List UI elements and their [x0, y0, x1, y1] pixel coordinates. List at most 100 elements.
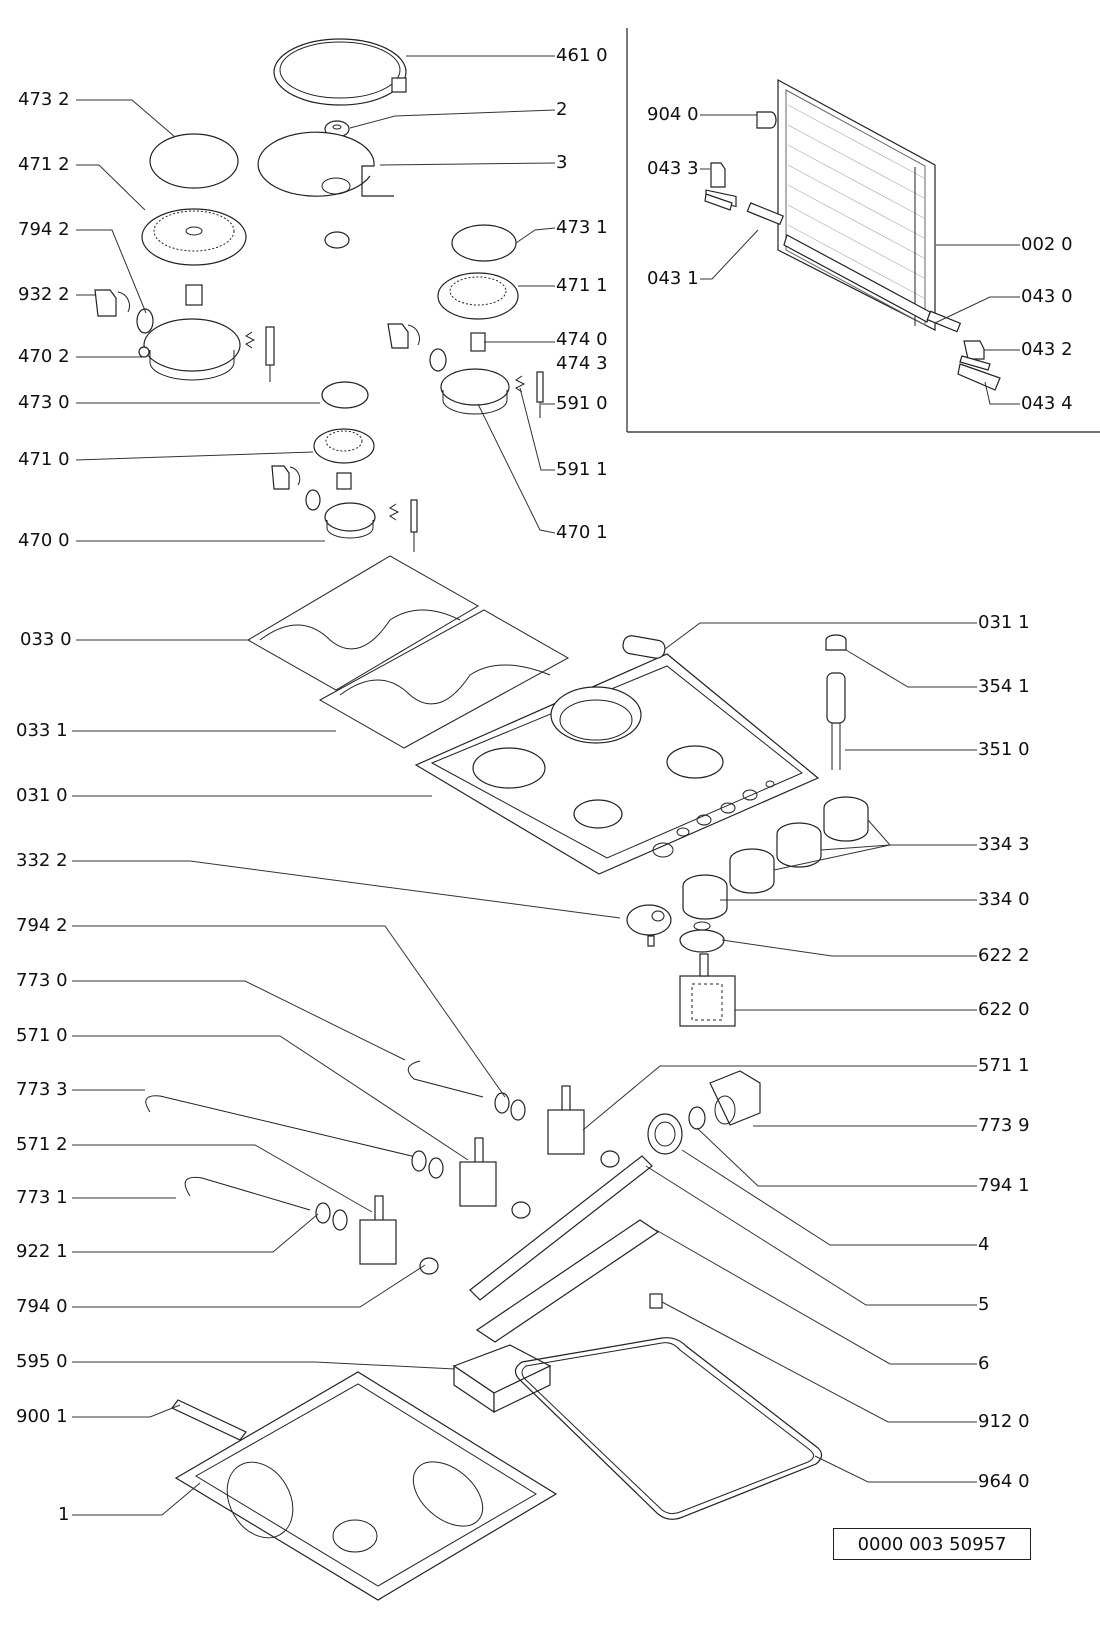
callout-label: 033 0 — [20, 629, 72, 650]
callout-label: 932 2 — [18, 284, 70, 305]
callout-label: 622 0 — [978, 999, 1030, 1020]
pan-support-right — [318, 609, 570, 749]
callout-label: 912 0 — [978, 1411, 1030, 1432]
trim-cap — [622, 635, 666, 659]
callout-label: 031 0 — [16, 785, 68, 806]
inset-frame — [626, 28, 1100, 433]
manifold-bracket — [475, 1219, 660, 1343]
clip-left — [94, 289, 130, 317]
callout-label: 6 — [978, 1353, 990, 1374]
callout-label: 043 0 — [1021, 286, 1073, 307]
callout-label: 351 0 — [978, 739, 1030, 760]
gas-pipe-long — [145, 1095, 421, 1159]
callout-label: 773 0 — [16, 970, 68, 991]
pan-support-left — [247, 555, 479, 691]
callout-label: 571 2 — [16, 1134, 68, 1155]
callout-label: 3 — [556, 152, 568, 173]
callout-label: 1 — [58, 1504, 70, 1525]
clip-right — [387, 323, 420, 349]
control-knob-holes — [652, 780, 775, 858]
callout-label: 043 4 — [1021, 393, 1073, 414]
callout-label: 471 0 — [18, 449, 70, 470]
burner-crown-left — [141, 208, 247, 266]
callout-label: 332 2 — [16, 850, 68, 871]
injector-right — [470, 332, 486, 352]
sleeve-bushings — [419, 1150, 620, 1275]
callout-label: 043 1 — [647, 268, 699, 289]
flame-spreader-disc — [257, 131, 394, 197]
gas-tap — [359, 1085, 585, 1265]
knob-bezel — [679, 921, 725, 953]
gas-pipe-small — [184, 1176, 311, 1211]
burner-cap-right — [451, 224, 517, 262]
callout-label: 002 0 — [1021, 234, 1073, 255]
callout-label: 794 2 — [18, 219, 70, 240]
callout-label: 595 0 — [16, 1351, 68, 1372]
callout-label: 571 1 — [978, 1055, 1030, 1076]
callout-label: 571 0 — [16, 1025, 68, 1046]
nut-bottom — [324, 231, 350, 249]
callout-label: 470 0 — [18, 530, 70, 551]
hinge-plate-right — [957, 363, 1001, 391]
callout-label: 2 — [556, 99, 568, 120]
leader-lines-left — [72, 99, 621, 1516]
knob-spindle — [826, 672, 846, 770]
gasket-seal — [514, 1337, 823, 1520]
burner-crown-right — [437, 272, 519, 320]
electrode-right — [515, 371, 544, 418]
gas-manifold-tube — [469, 1155, 653, 1301]
control-knob — [682, 796, 869, 920]
burner-cover-large — [273, 38, 407, 106]
callout-label: 334 3 — [978, 834, 1030, 855]
leader-lines-inset — [700, 114, 1020, 405]
hinge-spring-right — [926, 310, 962, 333]
burner-cap-left — [149, 133, 239, 189]
burner-base-right — [440, 368, 510, 415]
callout-label: 773 9 — [978, 1115, 1030, 1136]
callout-label: 033 1 — [16, 720, 68, 741]
callout-label: 471 1 — [556, 275, 608, 296]
callout-label: 473 1 — [556, 217, 608, 238]
rotary-switch — [679, 953, 736, 1027]
callout-label: 922 1 — [16, 1241, 68, 1262]
callout-label: 773 1 — [16, 1187, 68, 1208]
callout-label: 964 0 — [978, 1471, 1030, 1492]
hinge-right — [959, 340, 991, 371]
leader-lines-center — [349, 55, 556, 534]
callout-label: 473 0 — [18, 392, 70, 413]
screw — [649, 1293, 663, 1309]
inlet-nut — [647, 1113, 683, 1155]
burner-crown-small — [313, 428, 375, 464]
callout-label: 773 3 — [16, 1079, 68, 1100]
gas-pipe-short — [407, 1060, 484, 1098]
callout-label: 461 0 — [556, 45, 608, 66]
burner-cap-small — [321, 381, 369, 409]
callout-label: 031 1 — [978, 612, 1030, 633]
callout-label: 473 2 — [18, 89, 70, 110]
electrode-left — [245, 326, 275, 382]
inlet-elbow — [709, 1070, 761, 1126]
callout-label: 354 1 — [978, 676, 1030, 697]
callout-label: 470 2 — [18, 346, 70, 367]
callout-label: 043 3 — [647, 158, 699, 179]
document-number: 0000 003 50957 — [833, 1528, 1031, 1560]
callout-label: 591 0 — [556, 393, 608, 414]
seal-ring-right — [429, 348, 447, 372]
seal-ring-left — [136, 308, 154, 334]
burner-base-small — [324, 502, 376, 539]
callout-label: 900 1 — [16, 1406, 68, 1427]
callout-label: 622 2 — [978, 945, 1030, 966]
hinge-left — [704, 162, 737, 211]
injector-small — [336, 472, 352, 490]
glass-lid-panel — [777, 78, 936, 331]
callout-label: 471 2 — [18, 154, 70, 175]
mounting-bracket — [171, 1399, 247, 1441]
clip-small — [271, 465, 301, 490]
ignition-unit — [452, 1344, 552, 1414]
callout-label: 4 — [978, 1234, 990, 1255]
electrode-small — [389, 499, 418, 552]
callout-label: 794 0 — [16, 1296, 68, 1317]
knob-spindle-cap — [825, 634, 847, 651]
callout-label: 470 1 — [556, 522, 608, 543]
